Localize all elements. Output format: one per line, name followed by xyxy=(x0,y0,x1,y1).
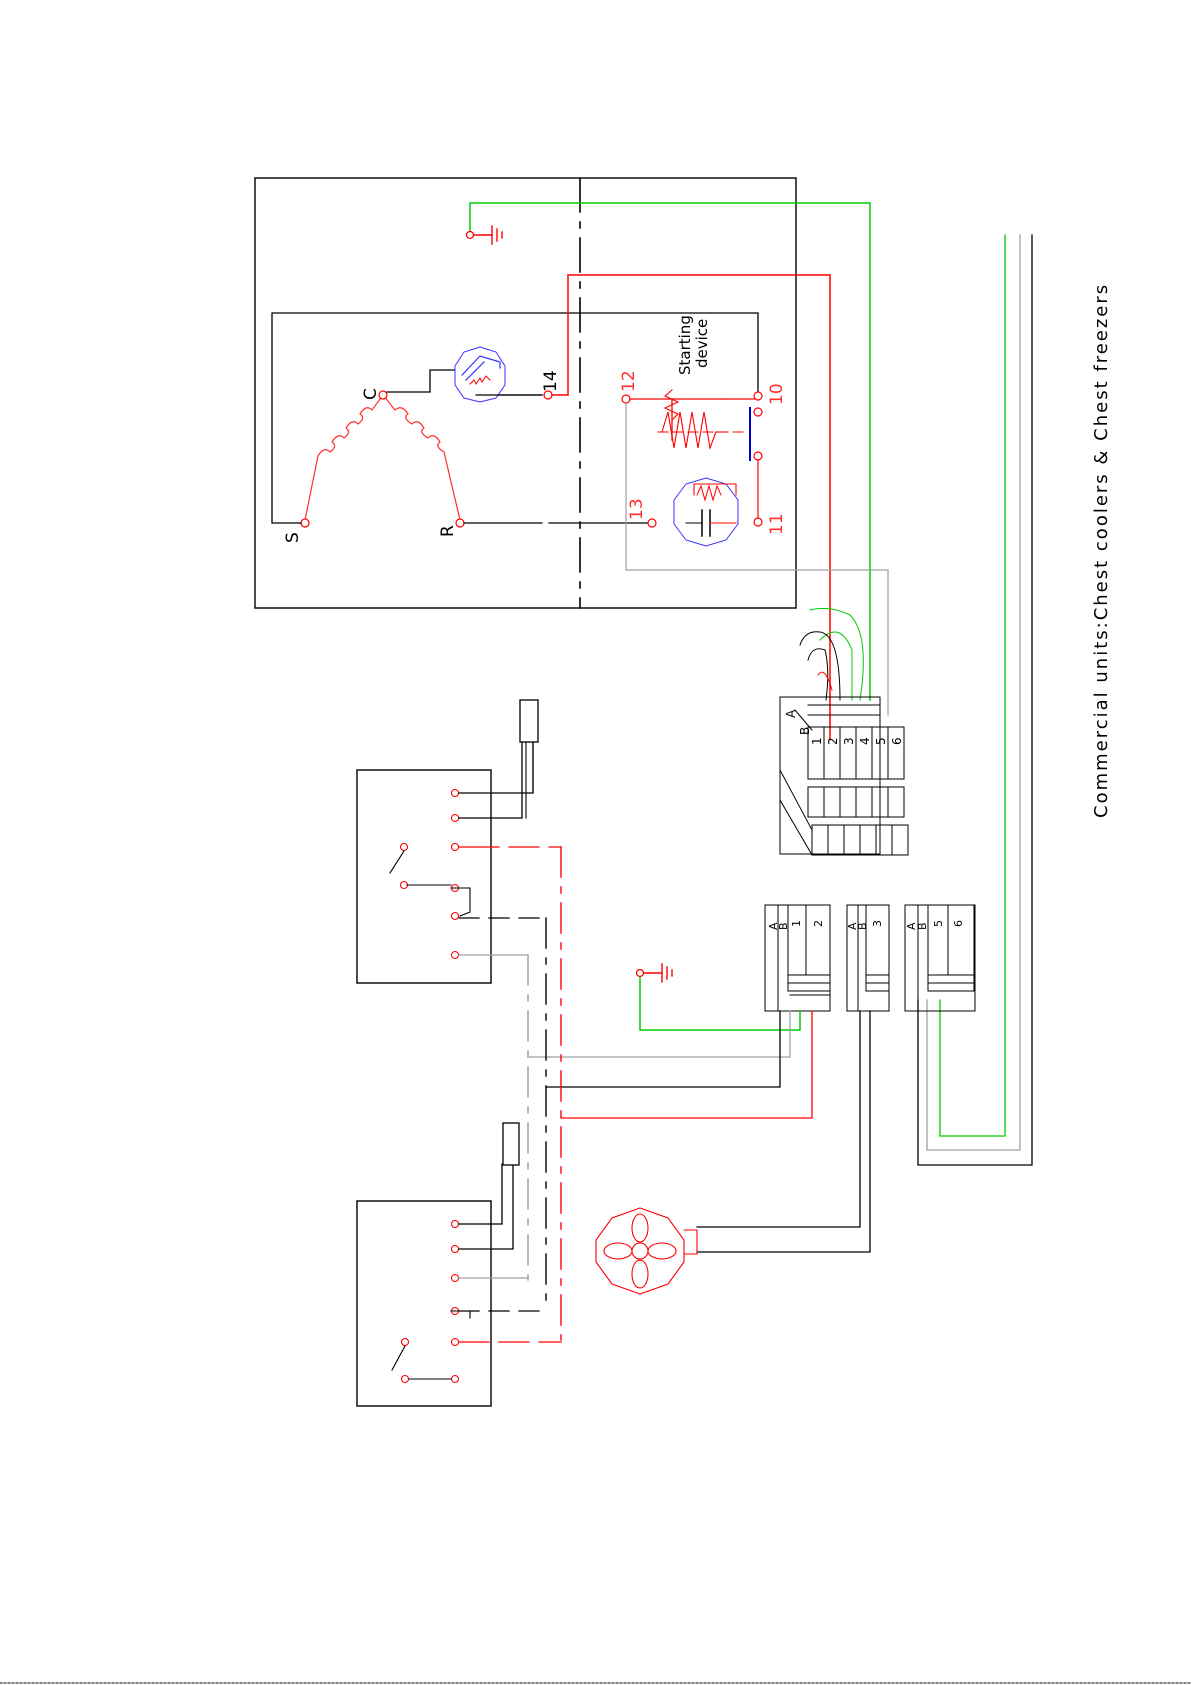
frame-ground xyxy=(637,964,801,1030)
main-connector-pin-4: 4 xyxy=(858,737,872,745)
connector-1-label-b: B xyxy=(777,922,790,930)
compressor-ground xyxy=(467,203,871,700)
fan-motor-icon xyxy=(596,1208,697,1294)
bus-lines xyxy=(528,847,561,1340)
terminal-run-label: R xyxy=(438,525,458,537)
terminal-12-label: 12 xyxy=(619,370,639,392)
starting-device-label-line1: Starting xyxy=(676,315,694,375)
harness-wiring xyxy=(528,1011,870,1252)
terminal-14-label: 14 xyxy=(541,370,561,392)
terminal-11-label: 11 xyxy=(767,513,787,535)
temperature-sensor-icon xyxy=(503,1123,519,1165)
signal-wire-12 xyxy=(626,403,888,715)
connector-2-label-b: B xyxy=(856,922,869,930)
connector-2-pin-3: 3 xyxy=(871,920,884,927)
mains-cable xyxy=(918,235,1032,1165)
diagram-caption: Commercial units:Chest coolers & Chest f… xyxy=(1091,283,1112,818)
main-connector-pin-3: 3 xyxy=(842,737,856,745)
terminal-13-label: 13 xyxy=(627,498,647,520)
controller-lower xyxy=(357,1164,561,1406)
harness-loops xyxy=(800,608,863,700)
main-connector-pin-2: 2 xyxy=(826,737,840,745)
terminal-common-label: C xyxy=(361,388,381,400)
terminal-start-label: S xyxy=(283,532,303,543)
ground-icon xyxy=(474,226,502,244)
connector-3-pin-5: 5 xyxy=(932,920,945,927)
main-connector-pin-5: 5 xyxy=(874,737,888,745)
connector-1-pin-1: 1 xyxy=(790,920,803,927)
starting-device-label-line2: device xyxy=(693,319,711,368)
terminal-10-label: 10 xyxy=(767,383,787,405)
run-capacitor-icon xyxy=(674,478,738,546)
main-connector xyxy=(780,697,908,855)
temperature-sensor-icon xyxy=(520,700,538,818)
main-connector-pin-1: 1 xyxy=(810,737,824,745)
connector-3-pin-6: 6 xyxy=(952,920,965,927)
connector-3-label-b: B xyxy=(916,922,929,930)
thermal-protector-icon xyxy=(455,347,542,402)
main-connector-label-a: A xyxy=(784,709,798,718)
main-connector-label-b: B xyxy=(798,727,812,735)
main-connector-pin-6: 6 xyxy=(890,737,904,745)
connector-1-pin-2: 2 xyxy=(812,920,825,927)
ground-icon xyxy=(644,964,672,982)
motor-windings xyxy=(301,391,464,527)
